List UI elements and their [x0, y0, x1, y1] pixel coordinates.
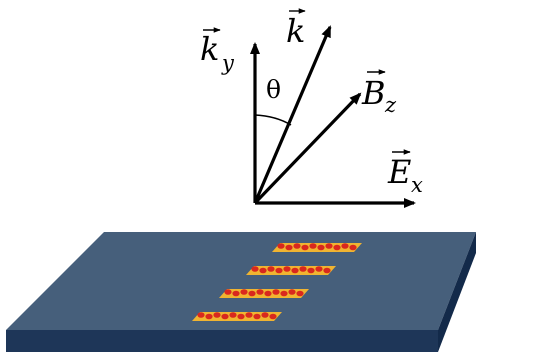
particle-dot — [291, 267, 299, 274]
strip — [219, 289, 309, 298]
particle-dot — [213, 312, 221, 318]
substrate-front — [6, 330, 438, 352]
particle-dot — [349, 244, 357, 251]
particle-dot — [296, 290, 304, 297]
ex-subscript: x — [411, 173, 423, 197]
theta-arc — [254, 114, 292, 126]
strip — [192, 312, 282, 321]
particle-dot — [285, 244, 293, 251]
particle-dot — [224, 289, 232, 295]
strip — [272, 243, 362, 252]
particle-dot — [323, 267, 331, 274]
substrate — [6, 232, 476, 352]
particle-dot — [221, 313, 229, 320]
label-k: k — [286, 8, 306, 50]
particle-dot — [272, 289, 280, 295]
particle-dot — [253, 313, 261, 320]
substrate-top — [6, 232, 476, 330]
particle-dot — [341, 243, 349, 249]
particle-dot — [280, 290, 288, 297]
ex-symbol: E — [387, 153, 411, 191]
particle-dot — [307, 267, 315, 274]
particle-dot — [315, 266, 323, 272]
bz-subscript: z — [384, 93, 397, 117]
particle-dot — [205, 313, 213, 320]
particle-dot — [261, 312, 269, 318]
particle-dot — [240, 289, 248, 295]
strip — [246, 266, 336, 275]
label-bz: B z — [361, 69, 397, 117]
particle-dot — [309, 243, 317, 249]
label-ky: k y — [200, 27, 235, 75]
particle-dot — [251, 266, 259, 272]
vector-axes: θ — [250, 25, 416, 208]
particle-dot — [317, 244, 325, 251]
particle-dot — [248, 290, 256, 297]
ky-subscript: y — [221, 51, 235, 75]
bz-arrow — [253, 92, 362, 205]
bz-symbol: B — [361, 74, 386, 112]
particle-dot — [232, 290, 240, 297]
label-ex: E x — [387, 149, 423, 197]
nanostructure-strips — [192, 243, 362, 321]
particle-dot — [299, 266, 307, 272]
k-symbol: k — [286, 12, 305, 50]
particle-dot — [256, 289, 264, 295]
particle-dot — [333, 244, 341, 251]
particle-dot — [277, 243, 285, 249]
substrate-side — [438, 232, 476, 352]
particle-dot — [301, 244, 309, 251]
particle-dot — [288, 289, 296, 295]
particle-dot — [197, 312, 205, 318]
particle-dot — [259, 267, 267, 274]
ky-symbol: k — [200, 30, 219, 68]
particle-dot — [267, 266, 275, 272]
particle-dot — [275, 267, 283, 274]
particle-dot — [229, 312, 237, 318]
particle-dot — [245, 312, 253, 318]
particle-dot — [237, 313, 245, 320]
theta-label: θ — [266, 75, 281, 104]
particle-dot — [269, 313, 277, 320]
particle-dot — [293, 243, 301, 249]
particle-dot — [283, 266, 291, 272]
particle-dot — [325, 243, 333, 249]
particle-dot — [264, 290, 272, 297]
k-arrow — [253, 25, 332, 204]
